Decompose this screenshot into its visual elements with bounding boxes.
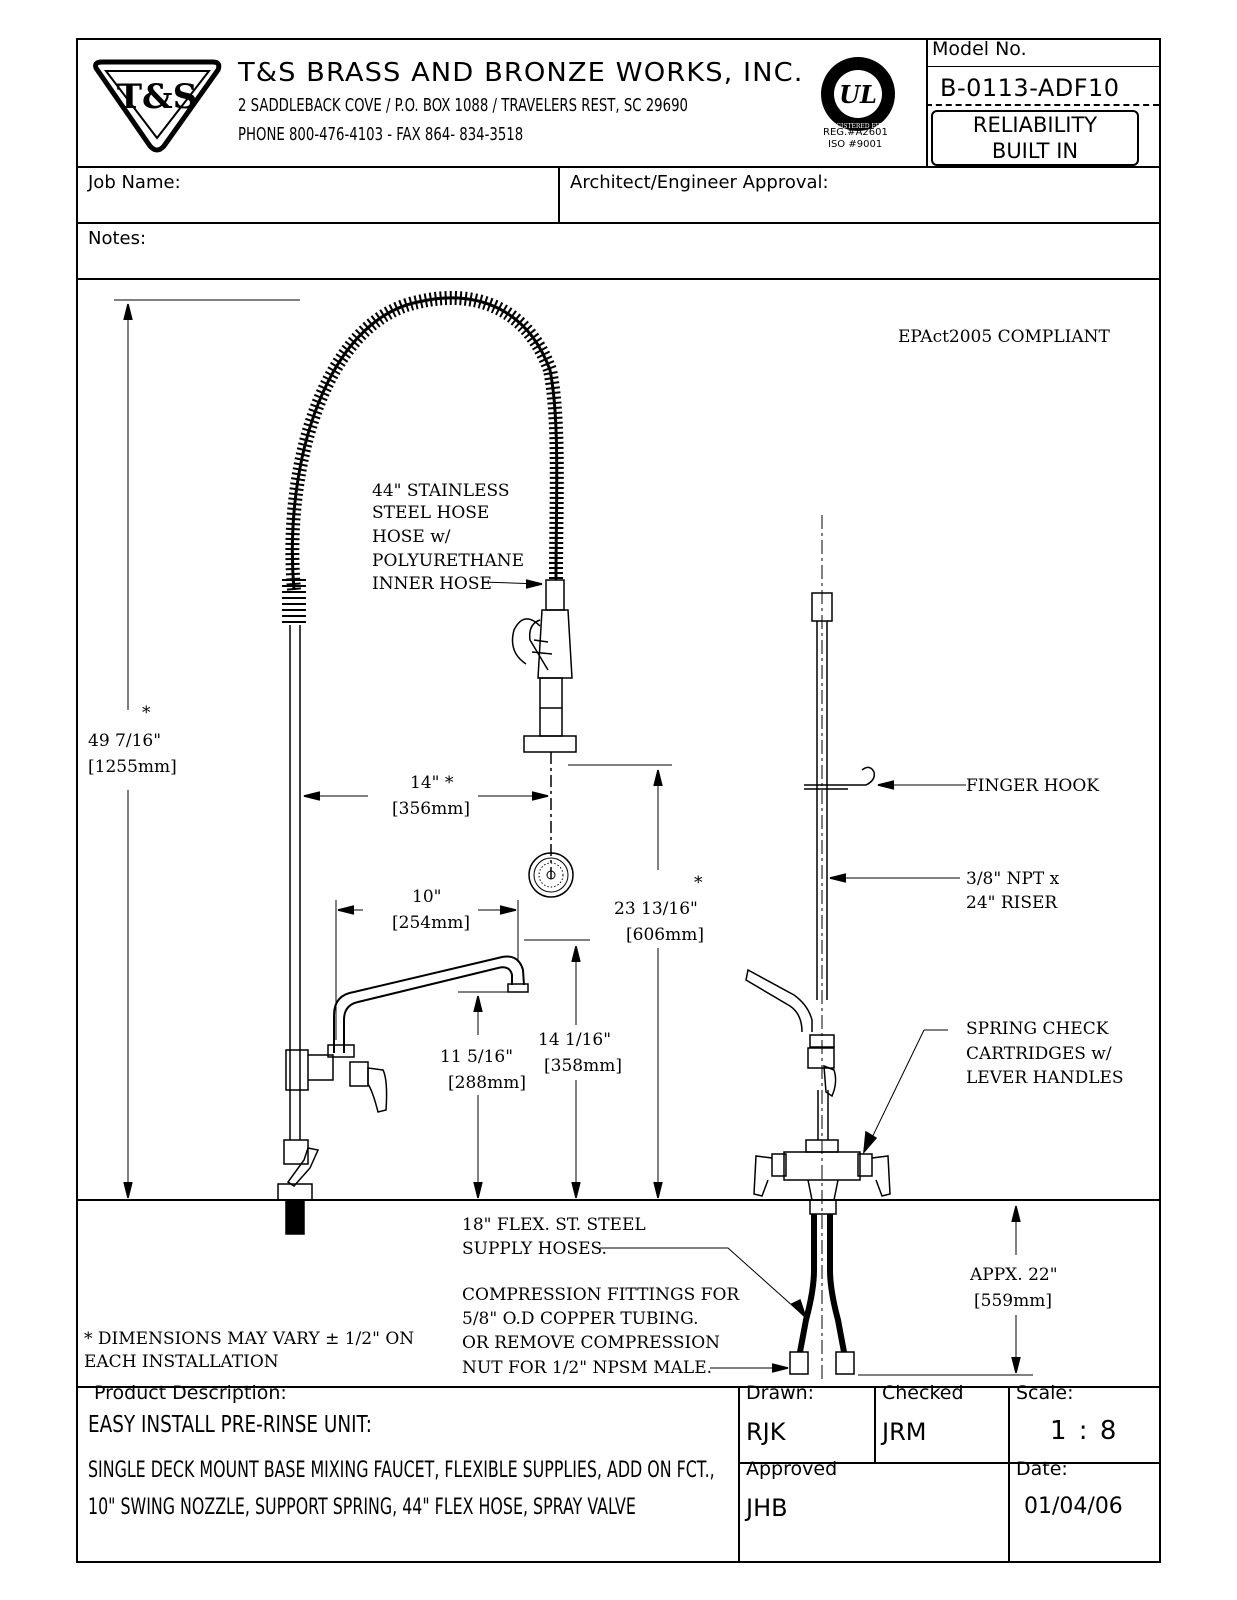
nozzle-height-dimension: 11 5/16" [288mm] bbox=[440, 1047, 526, 1093]
height-dimension: * 49 7/16" [1255mm] bbox=[88, 703, 177, 777]
riser-note: 3/8" NPT x 24" RISER bbox=[966, 869, 1060, 913]
svg-text:11 5/16": 11 5/16" bbox=[440, 1047, 513, 1067]
svg-text:APPX. 22": APPX. 22" bbox=[969, 1265, 1058, 1285]
approval-label: Architect/Engineer Approval: bbox=[570, 172, 829, 193]
iso-number: ISO #9001 bbox=[828, 139, 883, 150]
svg-text:HOSE w/: HOSE w/ bbox=[372, 527, 451, 547]
svg-text:INNER HOSE: INNER HOSE bbox=[372, 574, 492, 594]
ul-mark-icon: UL REGISTERED FIRM bbox=[821, 57, 895, 131]
approved-value: JHB bbox=[746, 1494, 788, 1522]
svg-text:10": 10" bbox=[412, 887, 441, 907]
svg-text:COMPRESSION FITTINGS FOR: COMPRESSION FITTINGS FOR bbox=[462, 1285, 740, 1305]
product-description-line-2: 10" SWING NOZZLE, SUPPORT SPRING, 44" FL… bbox=[88, 1495, 636, 1520]
svg-text:UL: UL bbox=[839, 80, 877, 109]
spout-height-dimension: 14 1/16" [358mm] bbox=[538, 1030, 622, 1076]
svg-text:LEVER HANDLES: LEVER HANDLES bbox=[966, 1068, 1124, 1088]
svg-text:* DIMENSIONS MAY VARY ± 1/2" O: * DIMENSIONS MAY VARY ± 1/2" ON bbox=[84, 1329, 414, 1349]
scale-label: Scale: bbox=[1016, 1382, 1074, 1404]
drawn-label: Drawn: bbox=[746, 1382, 815, 1404]
svg-text:[559mm]: [559mm] bbox=[974, 1291, 1052, 1311]
badge-line-2: BUILT IN bbox=[991, 139, 1079, 163]
date-label: Date: bbox=[1016, 1458, 1068, 1480]
cartridge-note: SPRING CHECK CARTRIDGES w/ LEVER HANDLES bbox=[966, 1019, 1124, 1088]
svg-text:[254mm]: [254mm] bbox=[392, 913, 470, 933]
job-name-label: Job Name: bbox=[88, 172, 181, 193]
supply-note: 18" FLEX. ST. STEEL SUPPLY HOSES. bbox=[462, 1215, 646, 1259]
spray-face bbox=[528, 852, 574, 898]
svg-text:SPRING CHECK: SPRING CHECK bbox=[966, 1019, 1109, 1039]
notes-label: Notes: bbox=[88, 228, 147, 249]
svg-text:OR REMOVE COMPRESSION: OR REMOVE COMPRESSION bbox=[462, 1333, 720, 1353]
svg-text:SUPPLY HOSES.: SUPPLY HOSES. bbox=[462, 1239, 607, 1259]
ts-logo: T&S bbox=[93, 59, 222, 153]
svg-text:14" *: 14" * bbox=[410, 773, 454, 793]
spray-height-dimension: * 23 13/16" [606mm] bbox=[614, 873, 704, 945]
finger-hook-label: FINGER HOOK bbox=[966, 776, 1099, 796]
company-phone: PHONE 800-476-4103 - FAX 864- 834-3518 bbox=[238, 124, 524, 145]
technical-drawing: EPAct2005 COMPLIANT 44" STAINLESS STEEL … bbox=[78, 290, 1159, 1380]
spec-sheet: T&S T&S BRASS AND BRONZE WORKS, INC. 2 S… bbox=[76, 38, 1161, 1563]
scale-value: 1 : 8 bbox=[1050, 1416, 1119, 1446]
hose-note: 44" STAINLESS STEEL HOSE HOSE w/ POLYURE… bbox=[372, 481, 524, 594]
compliance-note: EPAct2005 COMPLIANT bbox=[898, 327, 1111, 347]
logo-text: T&S bbox=[117, 77, 198, 117]
date-value: 01/04/06 bbox=[1024, 1494, 1123, 1519]
svg-text:*: * bbox=[142, 703, 151, 723]
checked-value: JRM bbox=[882, 1418, 927, 1446]
svg-text:REGISTERED FIRM: REGISTERED FIRM bbox=[827, 123, 888, 130]
checked-label: Checked bbox=[882, 1382, 964, 1404]
approved-label: Approved bbox=[746, 1458, 838, 1480]
company-name: T&S BRASS AND BRONZE WORKS, INC. bbox=[238, 58, 804, 88]
product-title: EASY INSTALL PRE-RINSE UNIT: bbox=[88, 1412, 372, 1438]
model-label: Model No. bbox=[932, 38, 1027, 60]
svg-text:EACH INSTALLATION: EACH INSTALLATION bbox=[84, 1352, 279, 1372]
badge-line-1: RELIABILITY bbox=[972, 113, 1098, 137]
compression-note: COMPRESSION FITTINGS FOR 5/8" O.D COPPER… bbox=[462, 1285, 740, 1378]
support-spring bbox=[282, 579, 306, 623]
tolerance-note: * DIMENSIONS MAY VARY ± 1/2" ON EACH INS… bbox=[84, 1329, 414, 1372]
reg-number: REG.#A2601 bbox=[823, 127, 888, 138]
svg-text:[288mm]: [288mm] bbox=[448, 1073, 526, 1093]
svg-text:23 13/16": 23 13/16" bbox=[614, 899, 698, 919]
approval-field[interactable] bbox=[560, 168, 1159, 222]
svg-text:CARTRIDGES w/: CARTRIDGES w/ bbox=[966, 1044, 1112, 1064]
svg-text:49 7/16": 49 7/16" bbox=[88, 731, 161, 751]
product-description-label: Product Description: bbox=[94, 1382, 287, 1404]
header: T&S T&S BRASS AND BRONZE WORKS, INC. 2 S… bbox=[78, 38, 1159, 168]
svg-text:*: * bbox=[694, 873, 703, 893]
below-deck-dimension: APPX. 22" [559mm] bbox=[969, 1265, 1058, 1311]
model-number: B-0113-ADF10 bbox=[940, 74, 1120, 102]
product-description-line-1: SINGLE DECK MOUNT BASE MIXING FAUCET, FL… bbox=[88, 1458, 715, 1483]
svg-text:18" FLEX. ST. STEEL: 18" FLEX. ST. STEEL bbox=[462, 1215, 646, 1235]
nozzle-reach-dimension: 10" [254mm] bbox=[392, 887, 470, 933]
svg-text:5/8" O.D COPPER TUBING.: 5/8" O.D COPPER TUBING. bbox=[462, 1309, 699, 1329]
svg-text:24" RISER: 24" RISER bbox=[966, 893, 1058, 913]
svg-text:[356mm]: [356mm] bbox=[392, 799, 470, 819]
reliability-badge: RELIABILITY BUILT IN bbox=[931, 110, 1139, 166]
svg-text:44" STAINLESS: 44" STAINLESS bbox=[372, 481, 509, 501]
drawn-value: RJK bbox=[746, 1418, 786, 1446]
svg-text:[1255mm]: [1255mm] bbox=[88, 757, 177, 777]
job-name-field[interactable] bbox=[78, 168, 558, 222]
svg-text:[606mm]: [606mm] bbox=[626, 925, 704, 945]
svg-text:[358mm]: [358mm] bbox=[544, 1056, 622, 1076]
svg-text:STEEL HOSE: STEEL HOSE bbox=[372, 503, 489, 523]
reach-dimension: 14" * [356mm] bbox=[392, 773, 470, 819]
svg-text:NUT FOR 1/2" NPSM MALE.: NUT FOR 1/2" NPSM MALE. bbox=[462, 1358, 712, 1378]
notes-field[interactable] bbox=[78, 224, 1159, 278]
svg-text:3/8" NPT x: 3/8" NPT x bbox=[966, 869, 1060, 889]
company-address: 2 SADDLEBACK COVE / P.O. BOX 1088 / TRAV… bbox=[238, 95, 688, 116]
svg-text:14 1/16": 14 1/16" bbox=[538, 1030, 611, 1050]
svg-text:POLYURETHANE: POLYURETHANE bbox=[372, 551, 524, 571]
